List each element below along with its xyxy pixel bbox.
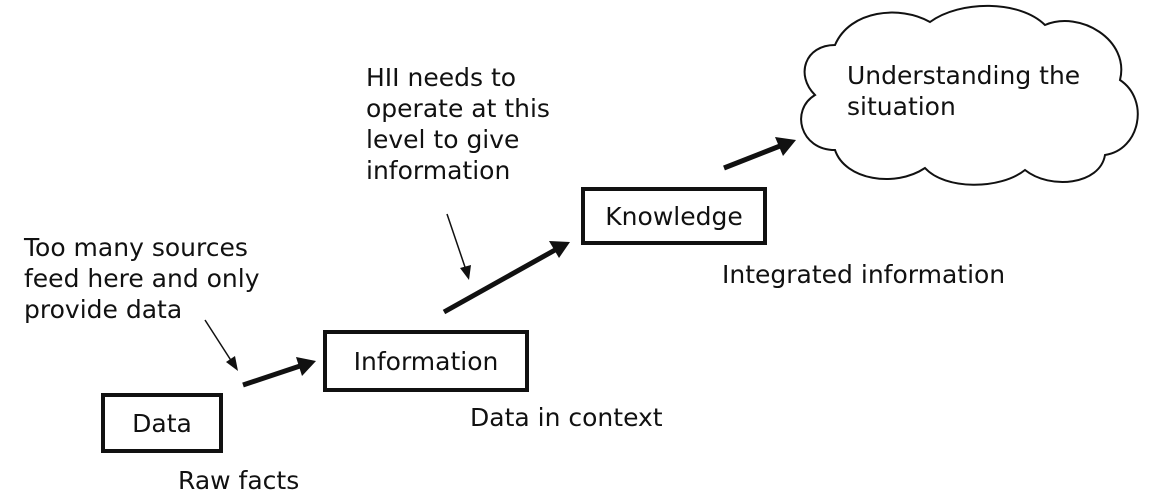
data-box: Data <box>101 393 223 453</box>
data-box-label: Data <box>132 408 192 438</box>
arrow-data-to-information <box>242 357 316 388</box>
information-box-label: Information <box>353 346 499 376</box>
sources-line-2: feed here and only <box>24 264 260 293</box>
hii-line-4: information <box>366 156 511 185</box>
data-caption: Raw facts <box>178 466 300 495</box>
arrow-knowledge-to-understanding <box>723 137 796 171</box>
knowledge-box-label: Knowledge <box>605 201 743 231</box>
knowledge-caption: Integrated information <box>722 260 1006 289</box>
pointer-arrow-hii <box>446 213 471 280</box>
hii-line-2: operate at this <box>366 94 550 123</box>
information-box: Information <box>323 330 529 392</box>
understanding-cloud <box>800 4 1139 186</box>
understanding-line-2: situation <box>847 92 956 121</box>
understanding-line-1: Understanding the <box>847 61 1081 90</box>
sources-line-3: provide data <box>24 295 183 324</box>
sources-annotation: Too many sources feed here and only prov… <box>24 232 260 325</box>
hii-annotation: HII needs to operate at this level to gi… <box>366 62 550 186</box>
knowledge-box: Knowledge <box>581 187 767 245</box>
hii-line-3: level to give <box>366 125 520 154</box>
sources-line-1: Too many sources <box>24 233 248 262</box>
information-caption: Data in context <box>470 403 663 432</box>
arrow-information-to-knowledge <box>442 241 570 315</box>
understanding-text: Understanding the situation <box>847 60 1080 122</box>
hii-line-1: HII needs to <box>366 63 517 92</box>
pointer-arrow-sources <box>204 319 238 371</box>
